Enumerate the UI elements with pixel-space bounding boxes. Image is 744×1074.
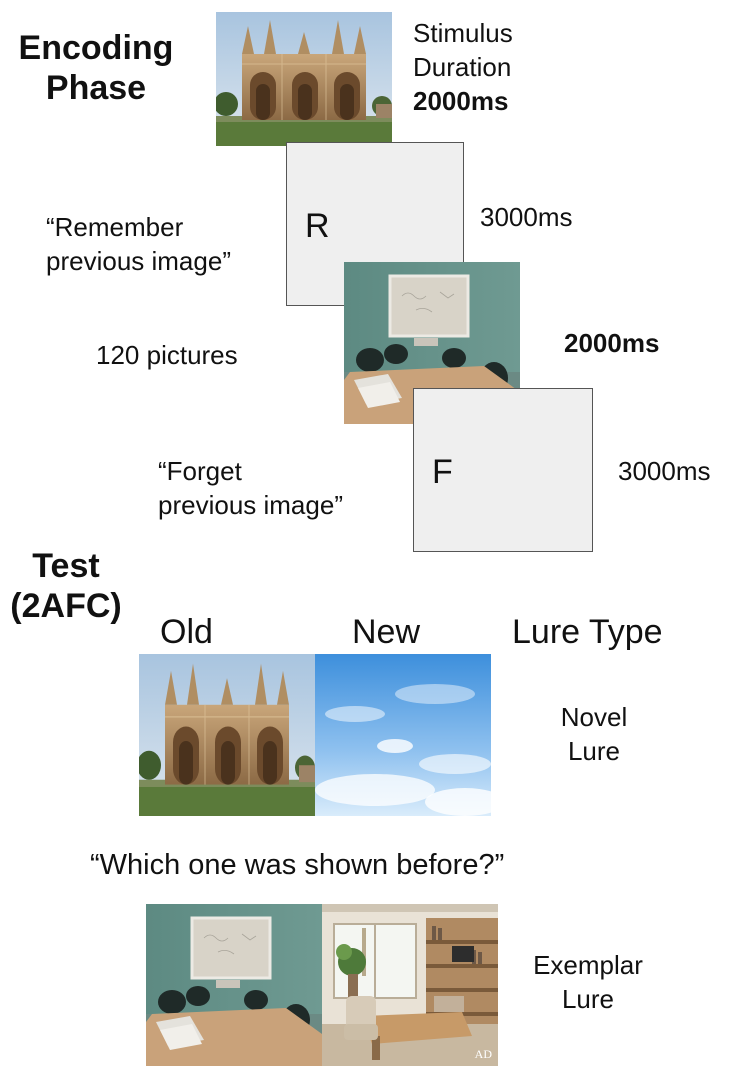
test-heading: Test (2AFC) — [0, 546, 132, 626]
column-old: Old — [160, 613, 213, 651]
test-question: “Which one was shown before?” — [90, 849, 505, 881]
novel-lure-line-1: Novel — [560, 702, 628, 732]
image-duration-2: 2000ms — [564, 328, 660, 358]
sky-photo — [315, 654, 491, 816]
exemplar-lure-line-1: Exemplar — [533, 950, 643, 980]
stimulus-duration-value: 2000ms — [413, 86, 509, 116]
remember-instruction-line-2: previous image” — [46, 246, 231, 276]
test-heading-line-2: (2AFC) — [10, 587, 122, 625]
forget-instruction-line-1: “Forget — [158, 456, 242, 486]
study-room-image-test: AD — [322, 904, 498, 1066]
sky-image-test — [315, 654, 491, 816]
stimulus-duration-line-1: Stimulus — [413, 18, 513, 48]
remember-instruction-line-1: “Remember — [46, 212, 184, 242]
photo-watermark: AD — [474, 1047, 492, 1061]
test-heading-line-1: Test — [32, 547, 100, 585]
forget-cue-letter: F — [432, 453, 453, 491]
exemplar-lure-line-2: Lure — [561, 984, 615, 1014]
study-room-photo — [322, 904, 498, 1066]
picture-count: 120 pictures — [96, 340, 238, 370]
column-lure-type: Lure Type — [512, 613, 663, 651]
encoding-phase-heading: Encoding Phase — [6, 28, 186, 108]
novel-lure-line-2: Lure — [567, 736, 621, 766]
novel-lure-label: Novel Lure — [534, 700, 654, 768]
cathedral-image-encoding — [216, 12, 392, 146]
office-photo — [146, 904, 322, 1066]
encoding-heading-line-1: Encoding — [18, 29, 174, 67]
forget-instruction-line-2: previous image” — [158, 490, 343, 520]
cathedral-photo — [139, 654, 315, 816]
stimulus-duration-line-2: Duration — [413, 52, 512, 82]
cathedral-image-test — [139, 654, 315, 816]
cue-duration-2: 3000ms — [618, 456, 711, 486]
office-image-test — [146, 904, 322, 1066]
cue-duration-1: 3000ms — [480, 202, 573, 232]
remember-cue-letter: R — [305, 207, 330, 245]
forget-cue-card: F — [413, 388, 593, 552]
remember-instruction: “Remember previous image” — [46, 210, 286, 278]
forget-instruction: “Forget previous image” — [158, 454, 408, 522]
encoding-heading-line-2: Phase — [45, 69, 147, 107]
exemplar-lure-label: Exemplar Lure — [516, 948, 660, 1016]
column-new: New — [352, 613, 421, 651]
cathedral-photo — [216, 12, 392, 146]
stimulus-duration-label: Stimulus Duration 2000ms — [413, 16, 553, 118]
